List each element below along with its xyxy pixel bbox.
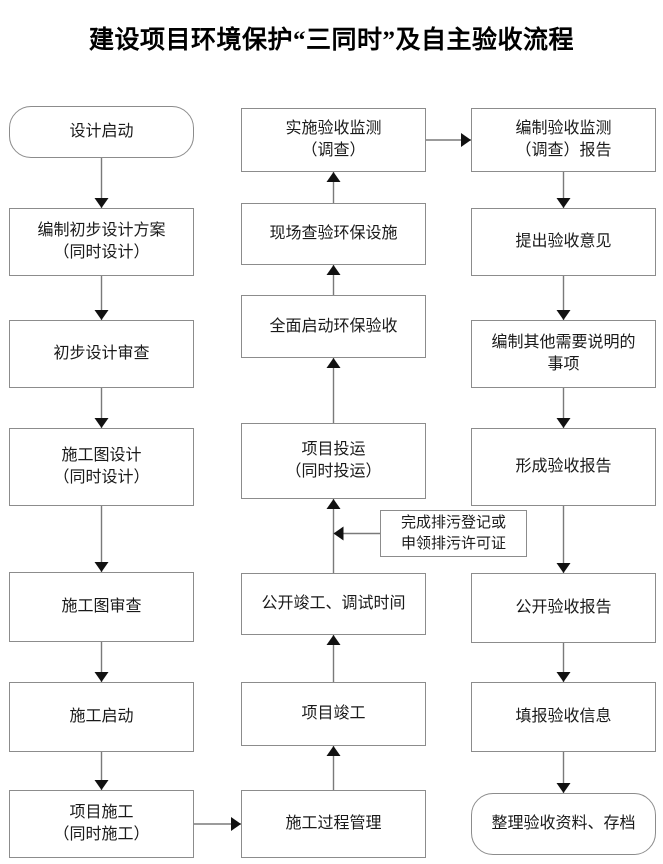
node-archive-acceptance-docs: 整理验收资料、存档 <box>471 793 656 855</box>
node-issue-acceptance-opinion: 提出验收意见 <box>471 208 656 276</box>
node-project-completion: 项目竣工 <box>241 682 426 746</box>
note-pollutant-permit-note: 完成排污登记或 申领排污许可证 <box>380 510 527 557</box>
node-compile-acceptance-report: 编制验收监测 （调查）报告 <box>471 108 656 172</box>
node-preliminary-design-review: 初步设计审查 <box>9 320 194 388</box>
node-report-acceptance-info: 填报验收信息 <box>471 682 656 752</box>
node-construction-drawing-design: 施工图设计 （同时设计） <box>9 428 194 506</box>
node-other-matters: 编制其他需要说明的 事项 <box>471 320 656 388</box>
node-construction-process-management: 施工过程管理 <box>241 790 426 858</box>
node-construction-drawing-review: 施工图审查 <box>9 572 194 642</box>
node-implement-acceptance-monitoring: 实施验收监测 （调查） <box>241 108 426 172</box>
node-preliminary-design-plan: 编制初步设计方案 （同时设计） <box>9 208 194 276</box>
node-onsite-inspection-facilities: 现场查验环保设施 <box>241 203 426 265</box>
node-project-construction: 项目施工 （同时施工） <box>9 790 194 858</box>
page-title: 建设项目环境保护“三同时”及自主验收流程 <box>88 27 574 54</box>
node-form-acceptance-report: 形成验收报告 <box>471 428 656 506</box>
node-design-start: 设计启动 <box>9 106 194 158</box>
node-publish-acceptance-report: 公开验收报告 <box>471 573 656 643</box>
node-full-start-acceptance: 全面启动环保验收 <box>241 295 426 358</box>
node-project-commissioning: 项目投运 （同时投运） <box>241 423 426 499</box>
node-construction-start: 施工启动 <box>9 682 194 752</box>
node-publish-completion-time: 公开竣工、调试时间 <box>241 573 426 635</box>
